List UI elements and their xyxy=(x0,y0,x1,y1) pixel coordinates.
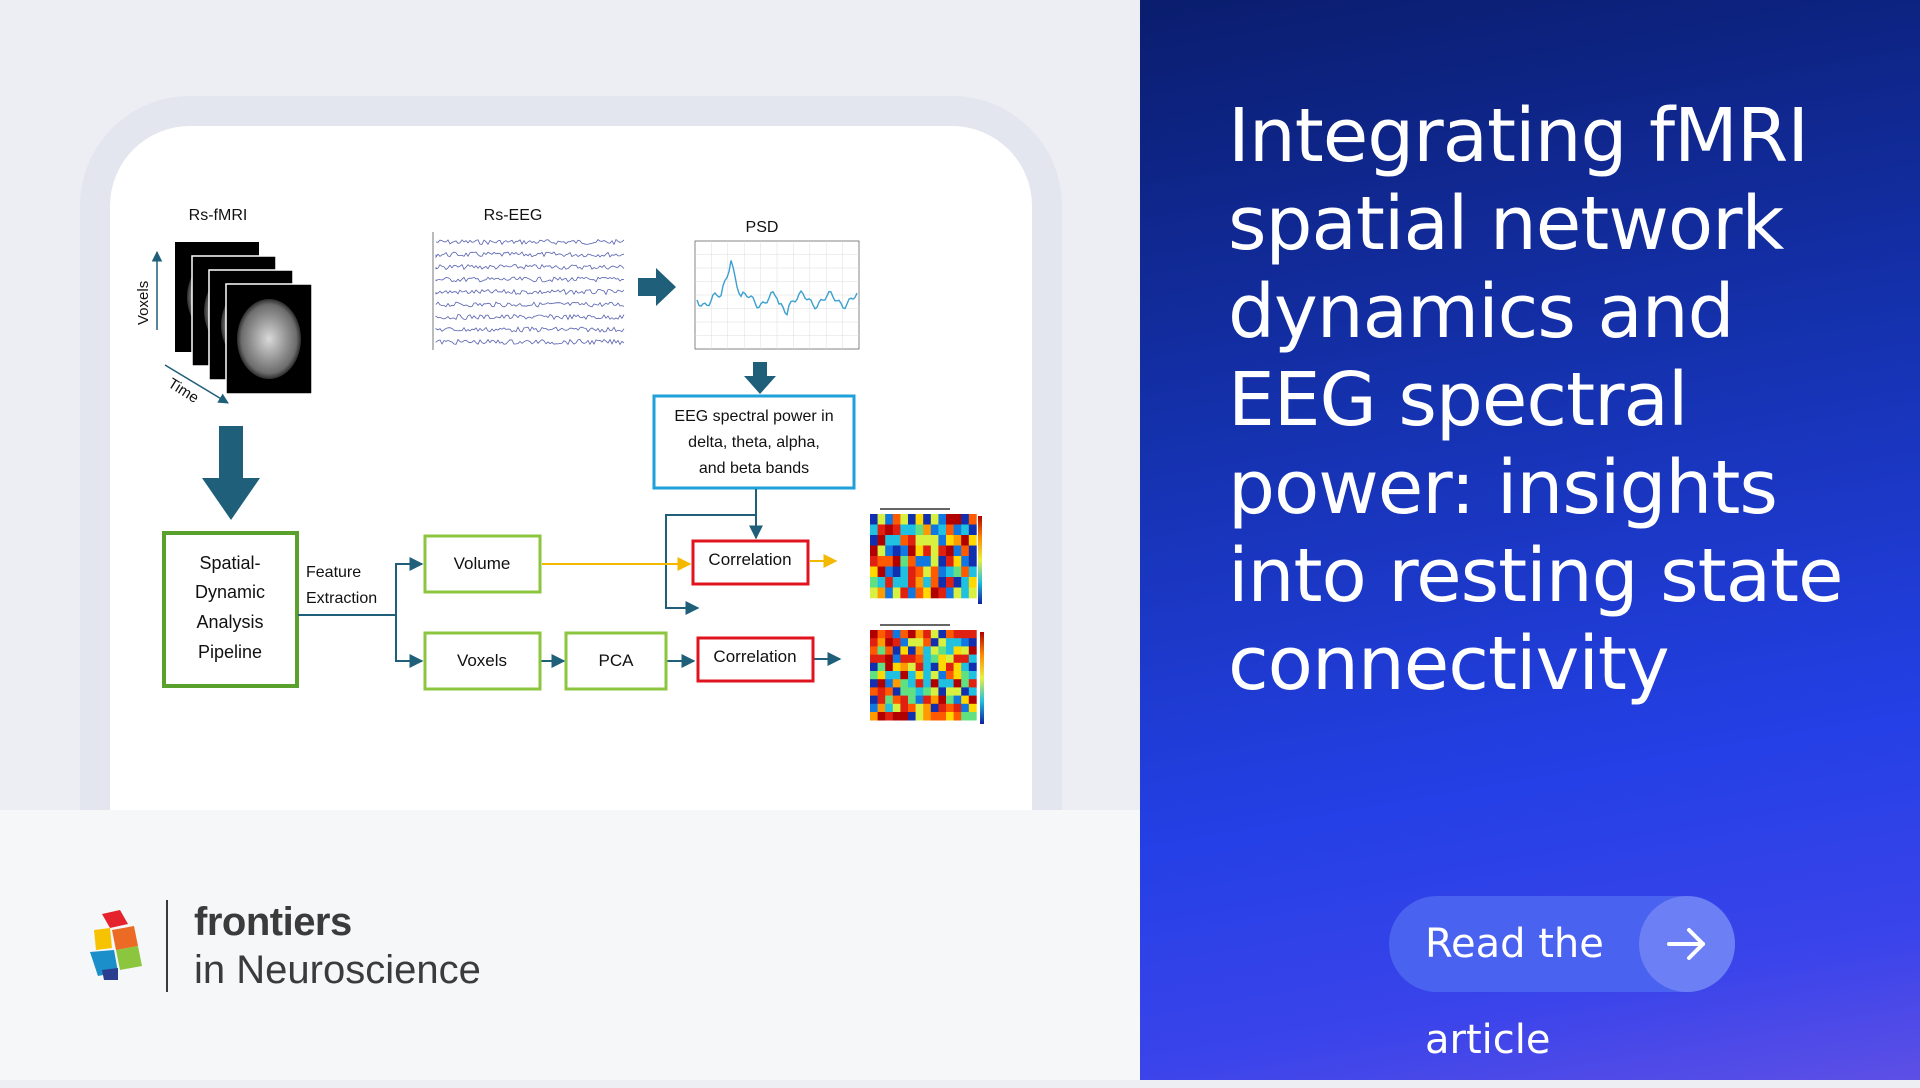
left-panel: Rs-fMRI Voxels Time Rs-EEG xyxy=(0,126,1140,1080)
article-title: Integrating fMRI spatial network dynamic… xyxy=(1228,92,1888,708)
figure-card: Rs-fMRI Voxels Time Rs-EEG xyxy=(110,126,1032,810)
workflow-diagram: Rs-fMRI Voxels Time Rs-EEG xyxy=(135,207,984,724)
footer-bar: frontiers in Neuroscience xyxy=(0,810,1140,1080)
voxels-box xyxy=(423,631,542,691)
eeg-box-line1: EEG spectral power in xyxy=(674,408,833,425)
eeg-box-line3: and beta bands xyxy=(699,460,809,477)
title-line-4: EEG spectral xyxy=(1228,357,1688,443)
feature-line2: Extraction xyxy=(306,590,377,607)
rs-fmri-label: Rs-fMRI xyxy=(189,207,248,224)
pipeline-line1: Spatial- xyxy=(199,553,260,573)
correlation-box-1 xyxy=(691,539,810,586)
feature-connectors xyxy=(298,557,842,668)
brand-name: frontiers xyxy=(194,900,352,944)
eeg-spectral-box xyxy=(652,394,856,490)
frontiers-brand: frontiers in Neuroscience xyxy=(88,900,528,1000)
heatmap-volume xyxy=(868,508,982,604)
right-arrow-icon xyxy=(638,268,676,306)
pca-box xyxy=(564,631,668,691)
eeg-box-line2: delta, theta, alpha, xyxy=(688,434,820,451)
down-arrow-small-icon xyxy=(744,362,776,394)
eeg-traces xyxy=(432,232,625,350)
title-line-3: dynamics and xyxy=(1228,269,1735,355)
volume-label: Volume xyxy=(454,554,511,573)
title-line-1: Integrating fMRI xyxy=(1228,93,1809,179)
title-line-2: spatial network xyxy=(1228,181,1784,267)
brand-subtitle: in Neuroscience xyxy=(194,948,481,992)
voxels-label: Voxels xyxy=(457,651,507,670)
read-article-label: Read the article xyxy=(1425,921,1604,1063)
eeg-connectors xyxy=(665,489,763,615)
right-panel: Integrating fMRI spatial network dynamic… xyxy=(1140,0,1920,1080)
arrow-right-icon xyxy=(1639,896,1735,992)
pca-label: PCA xyxy=(599,651,635,670)
title-line-7: connectivity xyxy=(1228,621,1670,707)
read-article-button[interactable]: Read the article xyxy=(1389,896,1735,1063)
correlation-box-2 xyxy=(696,636,815,683)
brand-divider xyxy=(166,900,168,992)
time-axis-arrow xyxy=(164,364,229,404)
volume-box xyxy=(423,534,542,594)
feature-line1: Feature xyxy=(306,564,361,581)
down-arrow-icon xyxy=(202,426,260,520)
title-line-5: power: insights xyxy=(1228,445,1778,531)
correlation-label-2: Correlation xyxy=(713,647,796,666)
title-line-6: into resting state xyxy=(1228,533,1844,619)
pipeline-line3: Analysis xyxy=(196,612,263,632)
frontiers-logo-icon xyxy=(90,910,142,980)
pipeline-line4: Pipeline xyxy=(198,642,262,662)
psd-plot xyxy=(694,240,860,350)
fmri-stack xyxy=(175,242,313,395)
psd-label: PSD xyxy=(746,219,779,236)
pipeline-line2: Dynamic xyxy=(195,582,265,602)
rs-eeg-label: Rs-EEG xyxy=(484,207,543,224)
voxels-axis-label: Voxels xyxy=(135,281,152,325)
correlation-label-1: Correlation xyxy=(708,550,791,569)
pipeline-box xyxy=(162,531,299,688)
heatmap-voxels xyxy=(868,624,984,724)
time-axis-label: Time xyxy=(165,375,202,407)
